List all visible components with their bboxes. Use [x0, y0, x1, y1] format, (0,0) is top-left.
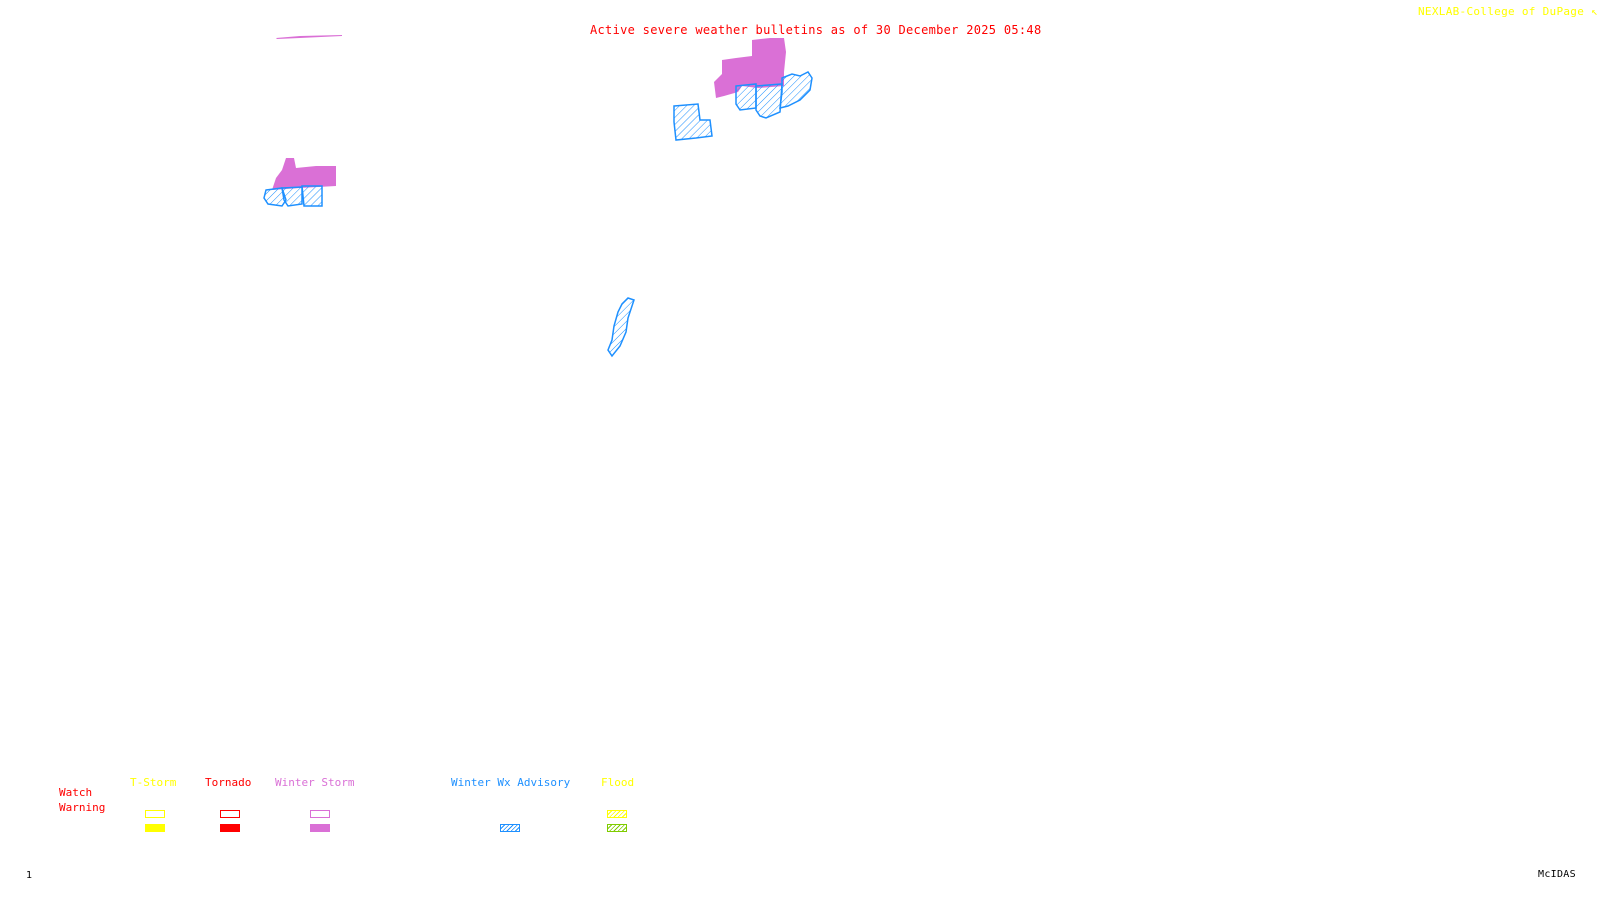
winter-advisory-area: [755, 83, 783, 119]
winter-storm-warning-area: [272, 158, 336, 190]
legend-winter-storm-warning-swatch: [310, 824, 330, 832]
winter-advisory-area: [301, 185, 323, 207]
winter-storm-warning-area: [276, 35, 342, 39]
legend-flood-warning-swatch: [607, 824, 627, 832]
legend-header-tornado: Tornado: [205, 776, 252, 789]
legend-flood-watch-swatch: [607, 810, 627, 818]
legend-header-flood: Flood: [601, 776, 635, 789]
legend-winter-advisory-swatch: [500, 824, 520, 832]
winter-storm-warning-area: [714, 38, 786, 98]
legend-header-winter-storm: Winter Storm: [275, 776, 355, 789]
legend-tornado-watch-swatch: [220, 810, 240, 818]
winter-advisory-area: [607, 297, 635, 358]
legend-winter-storm-watch-swatch: [310, 810, 330, 818]
cursor-arrow-icon: ↖: [1591, 5, 1599, 18]
legend-tstorm-warning-swatch: [145, 824, 165, 832]
winter-advisory-area: [735, 83, 757, 111]
legend-tstorm-watch-swatch: [145, 810, 165, 818]
legend-header-tstorm: T-Storm: [130, 776, 177, 789]
credit-label: NEXLAB-College of DuPage ↖: [1418, 5, 1598, 18]
legend-row-watch: Watch: [59, 786, 93, 799]
software-label: McIDAS: [1538, 869, 1576, 880]
legend-row-warning: Warning: [59, 801, 106, 814]
frame-number: 1: [26, 870, 33, 881]
legend-header-winter-advisory: Winter Wx Advisory: [451, 776, 571, 789]
winter-advisory-area: [673, 103, 713, 141]
winter-advisory-area: [779, 71, 813, 109]
legend-tornado-warning-swatch: [220, 824, 240, 832]
map-title: Active severe weather bulletins as of 30…: [590, 23, 1042, 37]
credit-text: NEXLAB-College of DuPage: [1418, 5, 1585, 18]
winter-advisory-area: [281, 186, 303, 207]
